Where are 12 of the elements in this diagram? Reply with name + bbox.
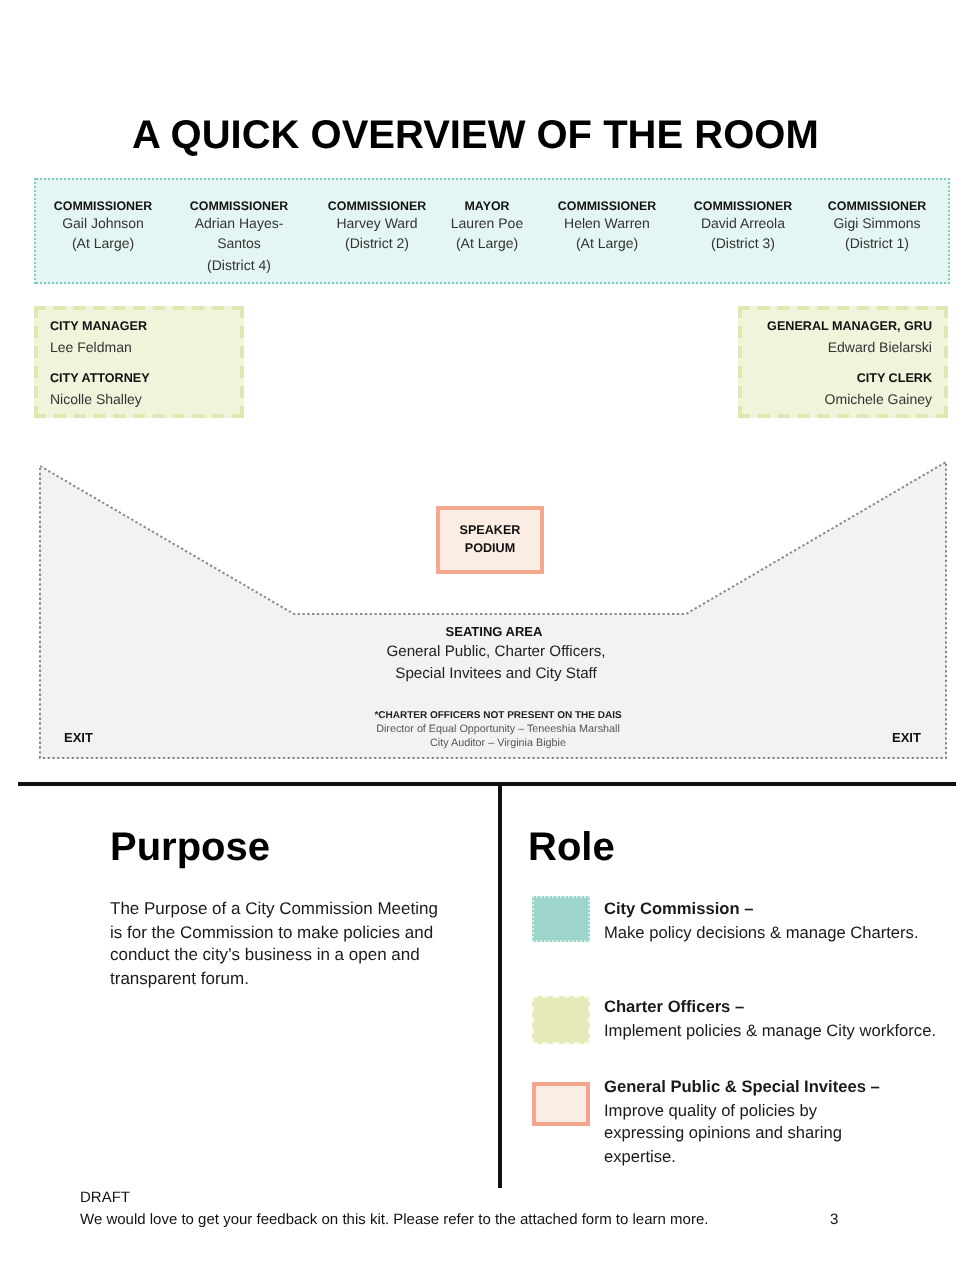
charter-officer-card <box>34 306 244 418</box>
legend-text: Charter Officers – Implement policies & manage City workforce. <box>604 996 939 1043</box>
section-heading: Purpose <box>110 828 271 868</box>
commission-dais-band <box>34 178 950 284</box>
page-title: A QUICK OVERVIEW OF THE ROOM <box>132 116 819 156</box>
charter-officer-card <box>738 306 948 418</box>
legend-text: City Commission – Make policy decisions & manage Charters. <box>604 898 921 945</box>
purpose-paragraph: The Purpose of a City Commission Meeting is for the Commission to make policies and conduct the city’s business in a open and transparent forum. <box>110 898 440 992</box>
section-heading: Role <box>528 828 615 868</box>
seating-area-floor <box>40 462 946 758</box>
speaker-podium-box <box>436 506 544 574</box>
legend-text: General Public & Special Invitees – Improve quality of policies by expressing opinions and sharing expertise. <box>604 1076 882 1169</box>
